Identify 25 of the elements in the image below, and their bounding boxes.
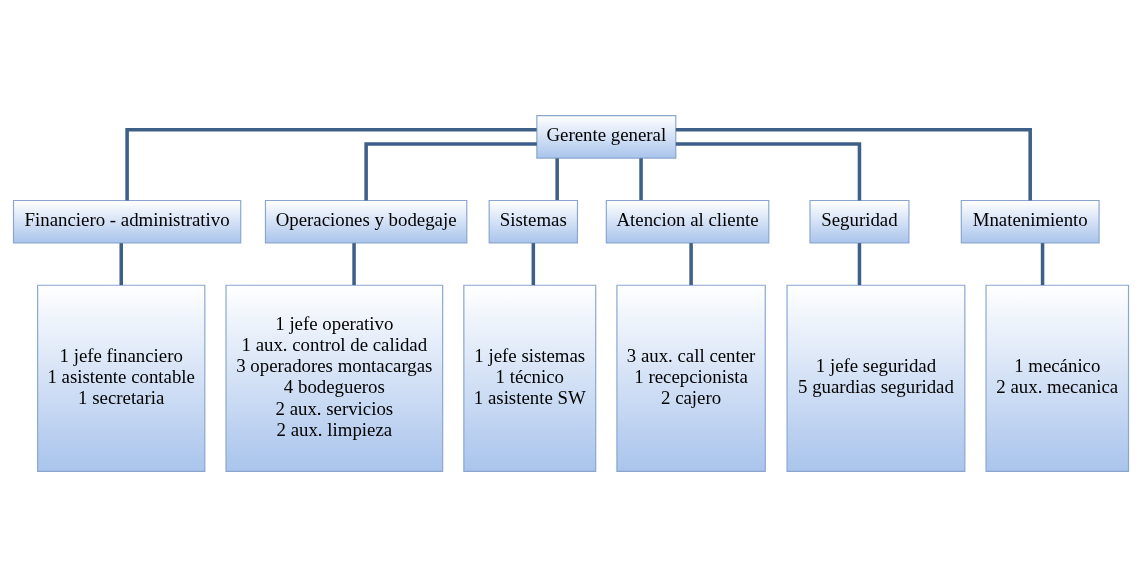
connector	[125, 128, 537, 201]
node-box: Operaciones y bodegaje	[264, 199, 468, 244]
node-box: 3 aux. call center 1 recepcionista 2 cajero	[616, 284, 766, 472]
connector	[555, 158, 559, 200]
connector	[119, 243, 123, 286]
node-box: 1 jefe operativo 1 aux. control de calidad 3 operadores montacargas 4 bodegueros 2 aux. servicios 2 aux. limpieza	[225, 284, 444, 472]
node-box: 1 mecánico 2 aux. mecanica	[985, 284, 1130, 472]
connector	[1040, 243, 1045, 286]
node-box: 1 jefe sistemas 1 técnico 1 asistente SW	[463, 284, 597, 472]
node-box: Sistemas	[488, 199, 579, 244]
connector	[352, 243, 356, 286]
connector	[675, 128, 1032, 201]
connector	[639, 158, 643, 200]
connector	[531, 243, 536, 286]
node-box: Mnatenimiento	[960, 199, 1100, 244]
connector	[689, 243, 693, 286]
connector	[675, 142, 862, 201]
node-box: 1 jefe seguridad 5 guardias seguridad	[786, 284, 966, 472]
node-box: Gerente general	[536, 115, 677, 159]
connector	[364, 142, 537, 201]
node-box: Financiero - administrativo	[12, 199, 242, 244]
node-box: 1 jefe financiero 1 asistente contable 1 secretaria	[37, 284, 206, 472]
node-box: Atencion al cliente	[605, 199, 770, 244]
node-box: Seguridad	[809, 199, 910, 244]
connector	[857, 243, 862, 286]
